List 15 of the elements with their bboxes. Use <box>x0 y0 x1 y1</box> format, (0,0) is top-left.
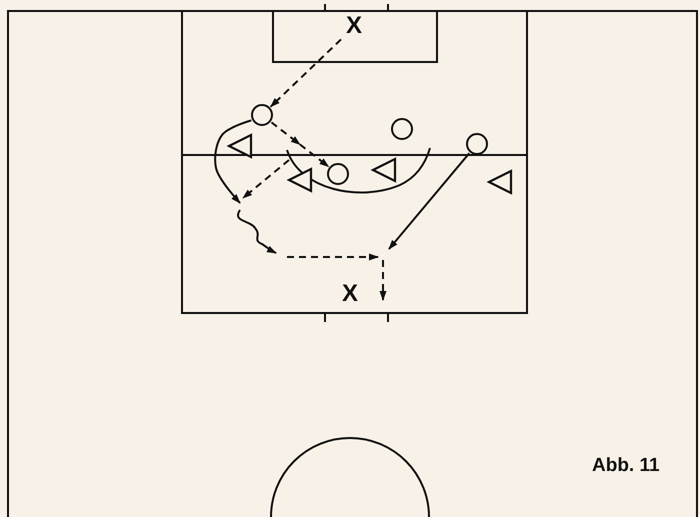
player-triangle <box>228 134 252 158</box>
figure-label: Abb. 11 <box>592 455 660 477</box>
player-circle <box>327 163 349 185</box>
player-triangle <box>372 158 396 182</box>
player-circle <box>391 118 413 140</box>
arrow <box>270 38 342 108</box>
arrow <box>270 122 330 168</box>
arrow <box>214 119 252 204</box>
goalkeeper-label: X <box>337 282 363 308</box>
player-circle <box>466 133 488 155</box>
player-triangle <box>488 170 512 194</box>
goalkeeper-label: X <box>341 14 367 40</box>
player-circle <box>251 104 273 126</box>
player-triangle <box>288 168 312 192</box>
arrow <box>388 152 470 250</box>
